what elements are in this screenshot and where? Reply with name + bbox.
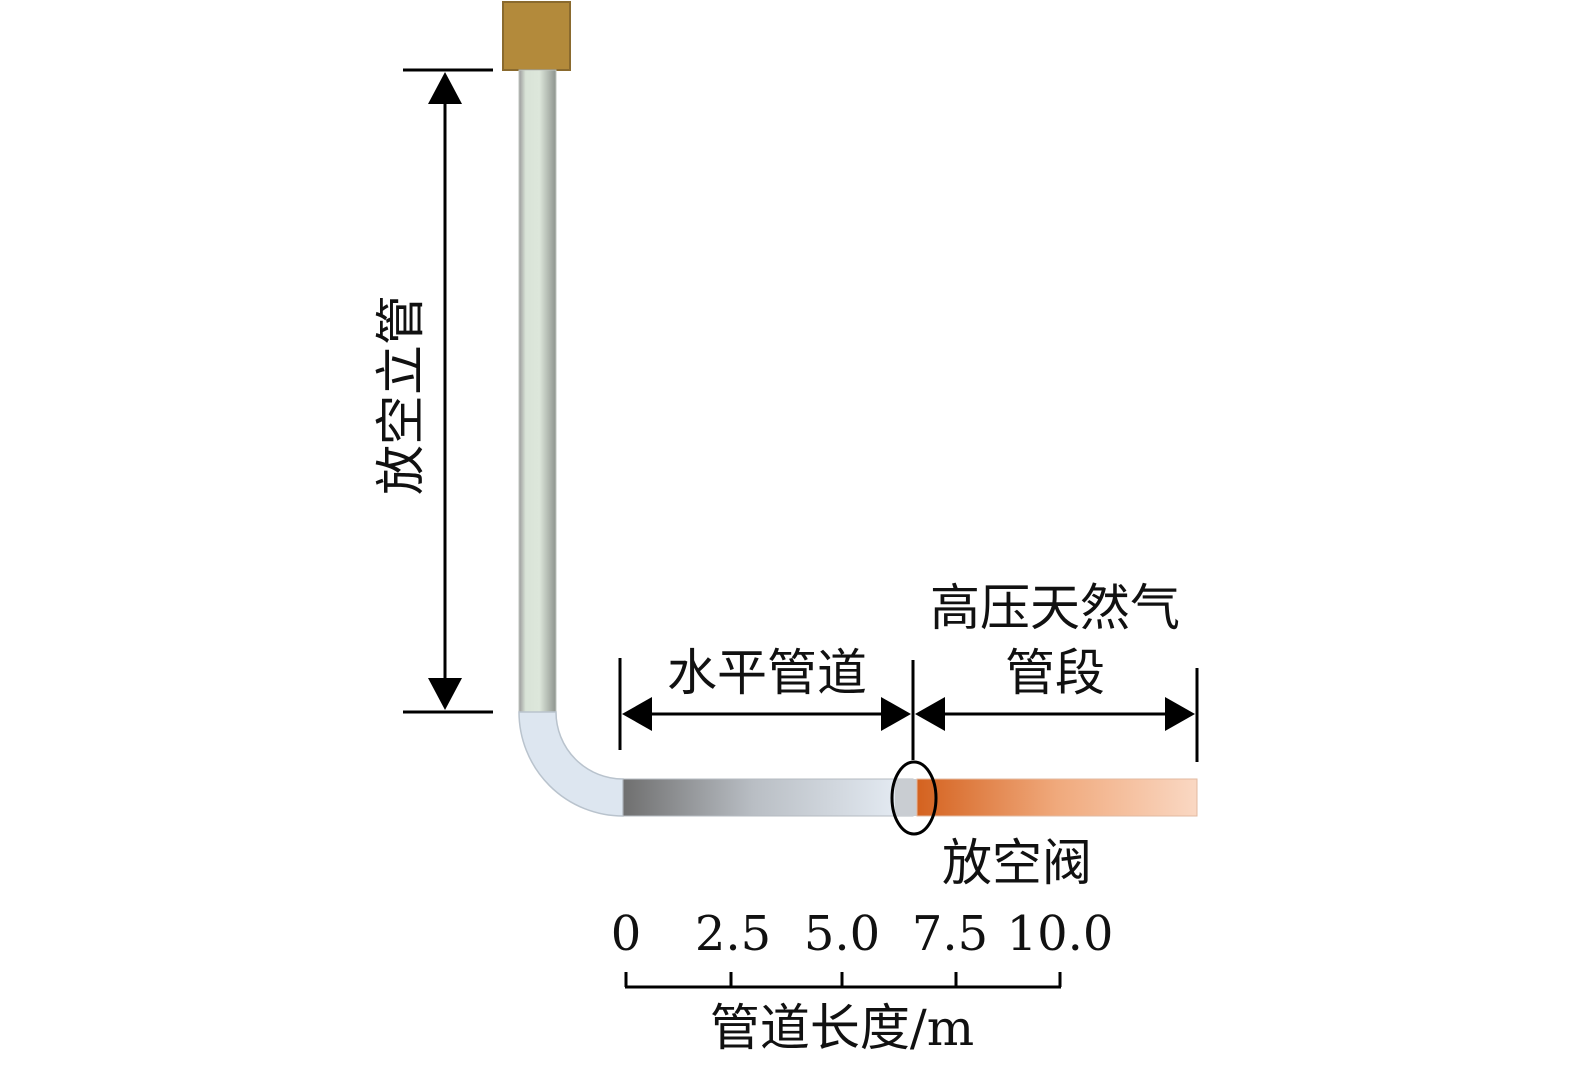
riser-cap bbox=[502, 1, 571, 71]
scale-axis-title: 管道长度/m bbox=[710, 999, 974, 1057]
vertical-riser-pipe bbox=[518, 69, 557, 713]
valve-label: 放空阀 bbox=[942, 834, 1092, 892]
gas-segment-label-line1: 高压天然气 bbox=[930, 579, 1180, 637]
scale-tick-label: 5.0 bbox=[804, 906, 880, 962]
pipe-elbow bbox=[518, 711, 624, 817]
horizontal-dimension-arrow-left bbox=[622, 697, 652, 731]
horizontal-pipe bbox=[622, 778, 914, 817]
gas-segment-label-line2: 管段 bbox=[1005, 644, 1105, 702]
valve-body bbox=[895, 779, 917, 816]
scale-tick-label: 10.0 bbox=[1007, 906, 1114, 962]
riser-dimension-arrow-bottom bbox=[428, 678, 462, 710]
horizontal-dimension-arrow-right bbox=[881, 697, 911, 731]
gas-dimension-arrow-right bbox=[1165, 697, 1195, 731]
riser-dimension-arrow-top bbox=[428, 72, 462, 104]
valve-circle-marker bbox=[890, 760, 938, 836]
gas-dimension-arrow-left bbox=[915, 697, 945, 731]
scale-tick-label: 0 bbox=[611, 906, 642, 962]
scale-tick-label: 7.5 bbox=[912, 906, 988, 962]
gas-pipe-segment bbox=[916, 778, 1198, 817]
scale-tick-label: 2.5 bbox=[695, 906, 771, 962]
horizontal-pipe-label: 水平管道 bbox=[667, 644, 867, 702]
vertical-pipe-label: 放空立管 bbox=[372, 295, 430, 495]
